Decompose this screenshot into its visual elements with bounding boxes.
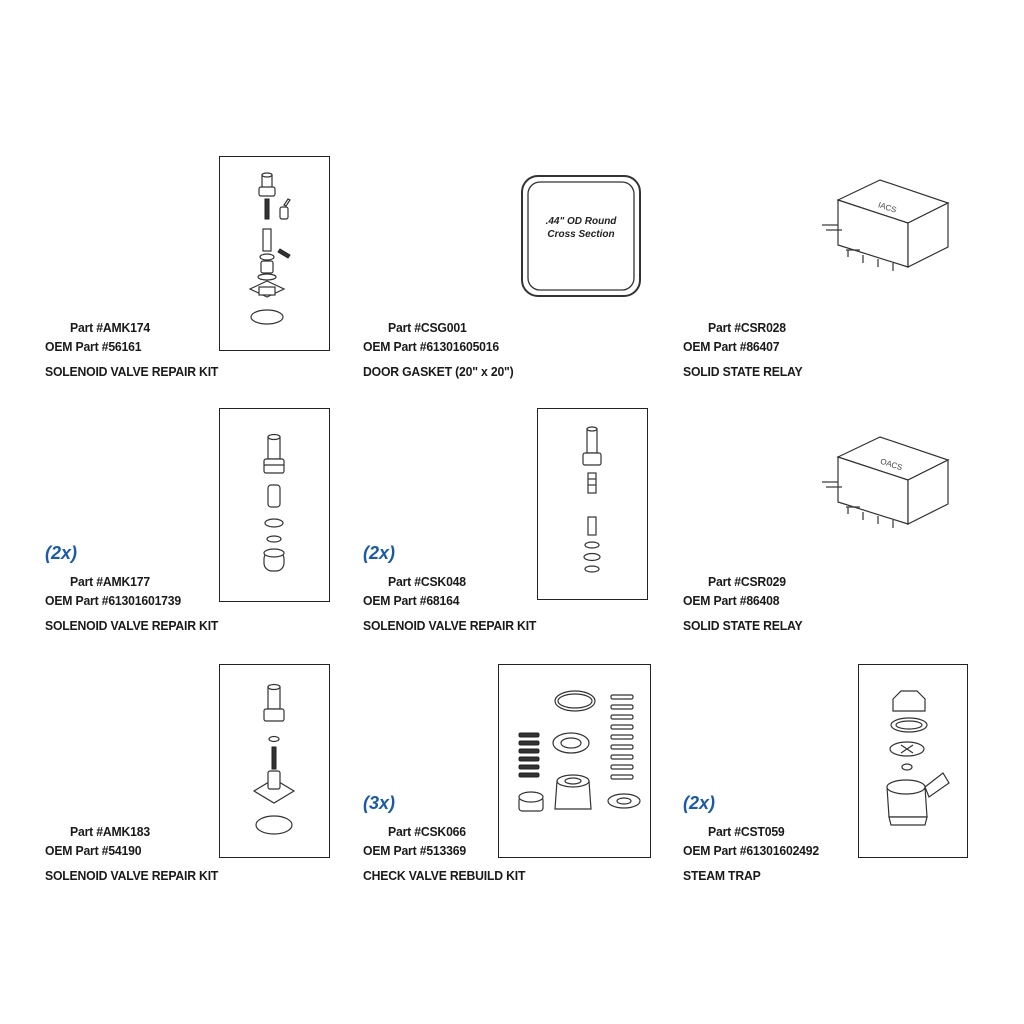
- oem-part-number: OEM Part #86408: [683, 593, 780, 608]
- quantity-badge: (2x): [45, 543, 78, 563]
- oem-part-number: OEM Part #513369: [363, 843, 466, 858]
- part-description: SOLENOID VALVE REPAIR KIT: [45, 868, 219, 883]
- check-valve-kit-illustration: [518, 690, 641, 812]
- part-image-frame-amk174: [219, 156, 330, 351]
- oem-part-number: OEM Part #61301602492: [683, 843, 820, 858]
- part-description: STEAM TRAP: [683, 868, 761, 883]
- part-number: Part #CSK066: [388, 824, 466, 839]
- part-description: DOOR GASKET (20" x 20"): [363, 364, 514, 379]
- solenoid-kit-illustration: [582, 426, 602, 573]
- gasket-note-line2: Cross Section: [547, 229, 615, 240]
- part-image-frame-cst059: [858, 664, 968, 858]
- solenoid-kit-illustration: [263, 433, 285, 572]
- quantity-badge: (3x): [363, 793, 396, 813]
- oem-part-number: OEM Part #61301605016: [363, 339, 500, 354]
- quantity-badge: (2x): [363, 543, 396, 563]
- oem-part-number: OEM Part #56161: [45, 339, 142, 354]
- part-number: Part #AMK177: [70, 574, 150, 589]
- solenoid-kit-illustration: [248, 172, 291, 325]
- part-image-frame-csk048: [537, 408, 648, 600]
- part-description: SOLENOID VALVE REPAIR KIT: [45, 618, 219, 633]
- steam-trap-illustration: [886, 690, 950, 826]
- solid-state-relay-illustration: [822, 179, 950, 271]
- part-description: CHECK VALVE REBUILD KIT: [363, 868, 526, 883]
- part-description: SOLENOID VALVE REPAIR KIT: [45, 364, 219, 379]
- part-image-frame-csk066: [498, 664, 651, 858]
- part-number: Part #AMK174: [70, 320, 150, 335]
- part-image-frame-amk183: [219, 664, 330, 858]
- solid-state-relay-illustration: [822, 436, 950, 528]
- part-description: SOLID STATE RELAY: [683, 618, 803, 633]
- part-number: Part #CSR029: [708, 574, 786, 589]
- part-number: Part #CSK048: [388, 574, 466, 589]
- oem-part-number: OEM Part #86407: [683, 339, 780, 354]
- oem-part-number: OEM Part #68164: [363, 593, 460, 608]
- part-number: Part #CSG001: [388, 320, 467, 335]
- part-number: Part #AMK183: [70, 824, 150, 839]
- part-number: Part #CST059: [708, 824, 785, 839]
- part-description: SOLENOID VALVE REPAIR KIT: [363, 618, 537, 633]
- oem-part-number: OEM Part #61301601739: [45, 593, 182, 608]
- solenoid-kit-illustration: [252, 683, 296, 835]
- part-number: Part #CSR028: [708, 320, 786, 335]
- oem-part-number: OEM Part #54190: [45, 843, 142, 858]
- quantity-badge: (2x): [683, 793, 716, 813]
- part-description: SOLID STATE RELAY: [683, 364, 803, 379]
- gasket-note-line1: .44" OD Round: [545, 216, 617, 227]
- part-image-frame-amk177: [219, 408, 330, 602]
- door-gasket-illustration: [521, 175, 641, 297]
